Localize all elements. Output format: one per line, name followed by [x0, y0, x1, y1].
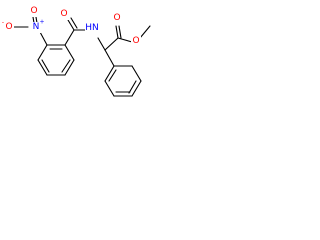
charge-n-nitro-plus: +	[39, 19, 44, 26]
bond-ring1-inner-3	[41, 59, 50, 73]
bond-ring2-a	[131, 65, 142, 82]
bond-ring2-d	[104, 80, 115, 97]
bond-carbonyl-o	[67, 19, 75, 31]
atom-o-ester: O	[132, 36, 139, 46]
bonds	[13, 16, 151, 97]
atom-o-nitro-top: O	[30, 6, 37, 16]
atom-labels: O HN O O O N + O -	[2, 6, 141, 47]
molecule-structure: O HN O O O N + O -	[2, 6, 151, 97]
bond-ester-o-methyl	[139, 25, 151, 39]
bond-ring2-e	[104, 65, 115, 82]
bond-ring1-f	[37, 44, 48, 61]
bond-ester-c-o-double-b	[118, 25, 122, 39]
bond-ring1-c	[64, 59, 75, 76]
atom-n-nitro: N	[33, 22, 40, 32]
bond-ester-c-o-double-a	[115, 25, 119, 39]
bond-ester-c-o	[117, 37, 133, 43]
bond-ring2-inner-3	[108, 69, 117, 82]
bond-ring2-inner-1	[128, 80, 137, 94]
bond-ring1-b	[64, 44, 75, 61]
bond-ring-carbonyl	[64, 29, 75, 46]
bond-ring1-inner-2	[61, 59, 71, 73]
bond-nitro-ring	[39, 31, 48, 46]
bond-carbonyl-o-double	[70, 17, 78, 29]
charge-o-nitro-minus: -	[2, 20, 4, 27]
bond-alpha-ester-c	[104, 37, 119, 51]
bond-ring1-e	[37, 59, 48, 76]
atom-o-carbonyl-left: O	[60, 9, 67, 19]
atom-nh: HN	[85, 23, 99, 33]
bond-ring2-b	[131, 80, 142, 97]
atom-o-nitro-left: O	[5, 22, 12, 32]
bond-nh-alpha	[97, 37, 106, 51]
atom-o-ester-carbonyl: O	[113, 13, 120, 23]
bond-alpha-ch2	[104, 49, 115, 67]
